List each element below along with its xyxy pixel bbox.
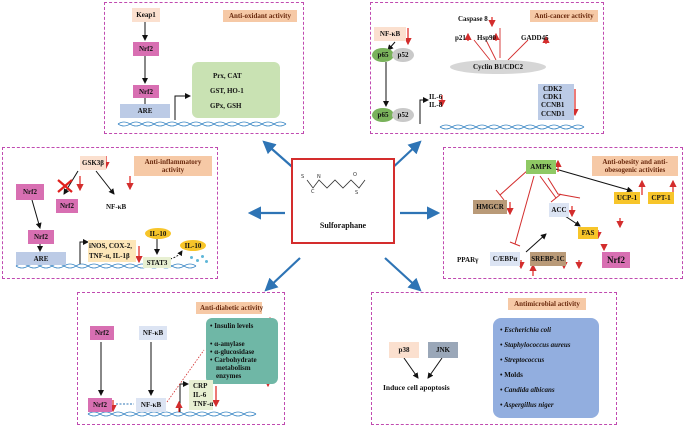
il6-label: IL-6 bbox=[429, 93, 443, 101]
inos-cox2-label: iNOS, COX-2, bbox=[89, 242, 132, 250]
hmgcr-box: HMGCR bbox=[473, 200, 507, 214]
cytokines-box bbox=[189, 380, 213, 410]
nfkb-label: NF-κB bbox=[106, 203, 127, 211]
anticancer-panel bbox=[370, 2, 604, 134]
il10-oval: IL-10 bbox=[145, 228, 171, 239]
keap1-box: Keap1 bbox=[132, 8, 160, 22]
antioxidant-enzyme-label: Prx, CAT bbox=[213, 72, 242, 80]
nrf2-box: Nrf2 bbox=[133, 85, 159, 98]
microbe-item: • Streptococcus bbox=[500, 356, 545, 364]
svg-text:N: N bbox=[317, 174, 321, 180]
insulin-levels-label: • Insulin levels bbox=[210, 322, 254, 330]
antimicrobial-panel bbox=[371, 292, 617, 425]
antimicrobial-title: Antimicrobial activity bbox=[508, 298, 586, 310]
hsp90-label: Hsp90 bbox=[477, 34, 497, 42]
are-box: ARE bbox=[16, 252, 66, 265]
svg-text:C: C bbox=[311, 189, 315, 195]
il6-label: IL-6 bbox=[193, 391, 207, 399]
nfkb-box: NF-κB bbox=[136, 398, 166, 412]
p65-oval: p65 bbox=[372, 108, 394, 122]
tnf-label: TNF-α bbox=[193, 400, 214, 408]
p38-box: p38 bbox=[389, 342, 419, 358]
p65-oval: p65 bbox=[372, 48, 394, 62]
alpha-glucosidase-label: • α-glucosidase bbox=[210, 348, 255, 356]
microbe-item: • Escherichia coli bbox=[500, 326, 552, 334]
nrf2-box: Nrf2 bbox=[133, 42, 159, 56]
cebpa-box: C/EBPα bbox=[490, 252, 520, 266]
cdk1-label: CDK1 bbox=[543, 93, 563, 101]
cyclin-oval: Cyclin B1/CDC2 bbox=[450, 60, 546, 74]
carbohydrate-label: • Carbohydrate bbox=[210, 356, 257, 364]
ccnb1-label: CCNB1 bbox=[541, 101, 565, 109]
antiinflammatory-panel bbox=[2, 147, 218, 279]
nrf2-box: Nrf2 bbox=[88, 398, 112, 412]
nfkb-box: NF-κB bbox=[374, 27, 406, 41]
fas-box: FAS bbox=[578, 227, 598, 239]
antiobesity-panel bbox=[443, 147, 683, 279]
svg-text:O: O bbox=[353, 172, 357, 178]
enzymes-label: enzymes bbox=[216, 372, 242, 380]
stat3-box: STAT3 bbox=[143, 257, 171, 268]
il10-secretion-dots-icon bbox=[190, 254, 210, 264]
antidiabetic-panel bbox=[77, 292, 285, 425]
srebp1c-box: SREBP-1C bbox=[530, 252, 566, 266]
il10-oval: IL-10 bbox=[180, 240, 206, 251]
nfkb-box: NF-κB bbox=[139, 326, 167, 340]
center-box: S C N S O Sulforaphane bbox=[291, 158, 395, 244]
gadd45-label: GADD45 bbox=[521, 34, 549, 42]
antioxidant-enzyme-label: GPx, GSH bbox=[210, 102, 242, 110]
svg-text:S: S bbox=[301, 174, 304, 180]
nrf2-box: Nrf2 bbox=[602, 252, 630, 268]
acc-box: ACC bbox=[549, 203, 569, 217]
antioxidant-title: Anti-oxidant activity bbox=[223, 10, 297, 22]
nrf2-box: Nrf2 bbox=[56, 199, 78, 213]
cdk2-label: CDK2 bbox=[543, 85, 563, 93]
tnf-il1b-label: TNF-α, IL-1β bbox=[89, 252, 130, 260]
caspase8-label: Caspase 8 bbox=[458, 15, 488, 23]
il8-label: IL-8 bbox=[429, 101, 443, 109]
inflammatory-mediators-box bbox=[88, 240, 136, 262]
svg-text:S: S bbox=[355, 190, 358, 196]
ppar-gamma-label: PPARγ bbox=[457, 256, 479, 264]
microbe-item: • Staphylococcus aureus bbox=[500, 341, 571, 349]
sulforaphane-structure-icon: S C N S O bbox=[301, 172, 366, 196]
jnk-box: JNK bbox=[428, 342, 458, 358]
microbe-item: • Candida albicans bbox=[500, 386, 555, 394]
crp-label: CRP bbox=[193, 382, 208, 390]
ucp1-box: UCP-1 bbox=[614, 192, 640, 204]
microbe-item: • Aspergillus niger bbox=[500, 401, 554, 409]
antioxidant-enzyme-label: GST, HO-1 bbox=[210, 87, 244, 95]
are-box: ARE bbox=[120, 104, 170, 118]
nrf2-box: Nrf2 bbox=[16, 184, 44, 200]
center-label: Sulforaphane bbox=[319, 221, 367, 230]
cpt1-box: CPT-1 bbox=[648, 192, 674, 204]
ccnd1-label: CCND1 bbox=[541, 110, 565, 118]
ampk-box: AMPK bbox=[526, 160, 556, 174]
cdk-box bbox=[538, 84, 574, 120]
p52-oval: p52 bbox=[392, 108, 414, 122]
p52-oval: p52 bbox=[392, 48, 414, 62]
gsk3b-box: GSK3β bbox=[80, 156, 106, 170]
apoptosis-label: Induce cell apoptosis bbox=[383, 383, 450, 392]
nrf2-box: Nrf2 bbox=[90, 326, 114, 340]
anticancer-title: Anti-cancer activity bbox=[530, 10, 598, 22]
antidiabetic-title: Anti-diabetic activity bbox=[196, 302, 263, 314]
antioxidant-enzymes-box bbox=[192, 62, 280, 118]
diabetic-targets-box bbox=[206, 318, 278, 384]
metabolism-label: metabolism bbox=[216, 364, 251, 372]
alpha-amylase-label: • α-amylase bbox=[210, 340, 245, 348]
microbes-box bbox=[493, 318, 599, 418]
antioxidant-panel bbox=[104, 2, 304, 134]
antiobesity-title: Anti-obesity and anti-obesogenic activit… bbox=[592, 156, 678, 176]
p21-label: p21 bbox=[455, 34, 466, 42]
antiinflammatory-title: Anti-inflammatory activity bbox=[134, 156, 212, 176]
microbe-item: • Molds bbox=[500, 371, 523, 379]
nrf2-box: Nrf2 bbox=[28, 230, 54, 244]
